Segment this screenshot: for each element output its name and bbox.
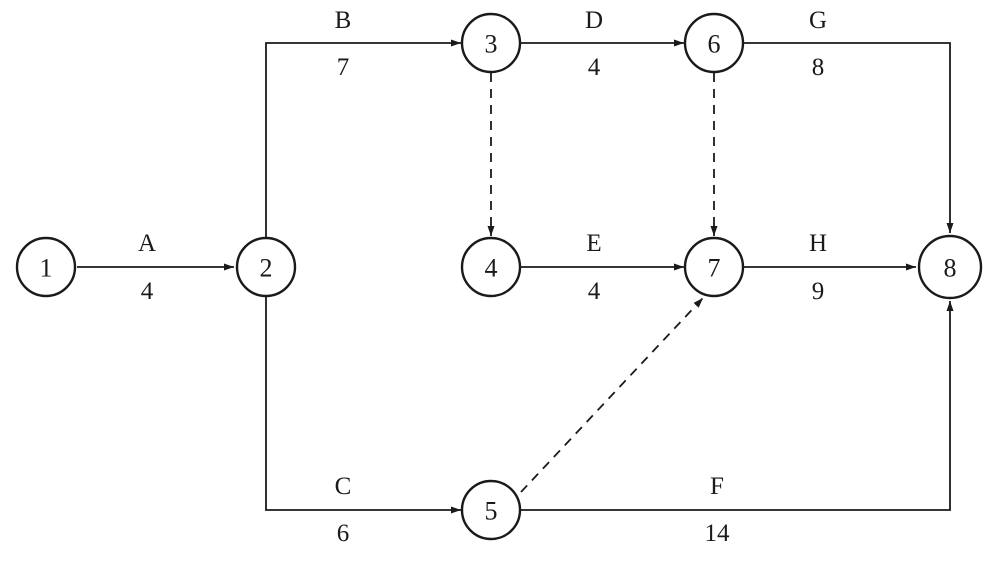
activity-b-arrow <box>265 39 461 237</box>
activity-f-name: F <box>710 473 724 500</box>
event-node-6: 6 <box>683 12 745 74</box>
activity-f-arrow <box>521 301 954 511</box>
event-node-8-label: 8 <box>944 254 957 283</box>
activity-g-arrow <box>744 42 954 233</box>
event-node-1-label: 1 <box>40 254 53 283</box>
event-node-5-label: 5 <box>485 497 498 526</box>
activity-b-name: B <box>335 7 352 34</box>
activity-c-arrow <box>265 297 461 514</box>
event-node-3-label: 3 <box>485 30 498 59</box>
activity-h-name: H <box>809 230 827 257</box>
activity-a-name: A <box>138 230 156 257</box>
activity-c-name: C <box>335 473 352 500</box>
event-node-7: 7 <box>683 236 745 298</box>
activity-b-duration: 7 <box>337 54 350 81</box>
event-node-1: 1 <box>15 236 77 298</box>
activity-h-duration: 9 <box>812 278 825 305</box>
activity-g-duration: 8 <box>812 54 825 81</box>
event-node-8: 8 <box>917 234 983 300</box>
activity-e-duration: 4 <box>588 278 601 305</box>
dummy-5-7-arrow <box>520 297 704 493</box>
activity-d-name: D <box>585 7 603 34</box>
event-node-3: 3 <box>460 12 522 74</box>
activity-c-duration: 6 <box>337 520 350 547</box>
activity-g-name: G <box>809 7 827 34</box>
activity-a-duration: 4 <box>141 278 154 305</box>
event-node-7-label: 7 <box>708 254 721 283</box>
activity-d-duration: 4 <box>588 54 601 81</box>
event-node-2: 2 <box>235 236 297 298</box>
activity-f-duration: 14 <box>705 520 731 547</box>
event-node-6-label: 6 <box>708 30 721 59</box>
activity-e-name: E <box>586 230 601 257</box>
event-node-2-label: 2 <box>260 254 273 283</box>
event-node-5: 5 <box>460 479 522 541</box>
event-node-4: 4 <box>460 236 522 298</box>
event-node-4-label: 4 <box>485 254 498 283</box>
